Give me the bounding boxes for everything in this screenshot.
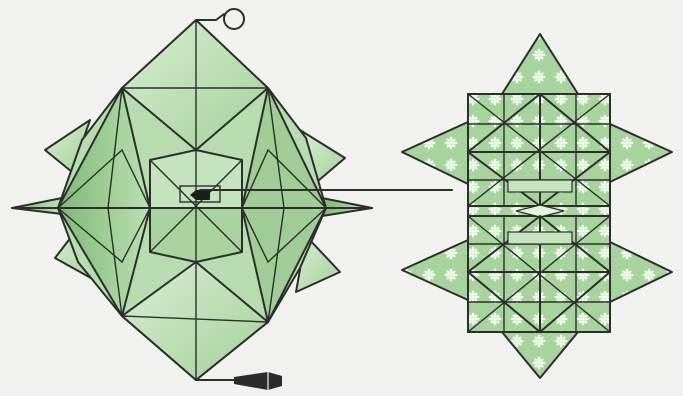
assembled-lantern xyxy=(12,20,372,380)
flat-unit-net xyxy=(402,34,672,378)
tassel-icon xyxy=(196,372,282,390)
net-point-upper-right xyxy=(610,124,672,182)
net-point-upper-left xyxy=(402,122,468,184)
net-point-top xyxy=(502,34,578,94)
net-point-lower-left xyxy=(402,240,468,300)
net-point-bottom xyxy=(502,332,578,378)
net-point-lower-right xyxy=(610,242,672,302)
lantern-spike-left xyxy=(12,198,62,214)
